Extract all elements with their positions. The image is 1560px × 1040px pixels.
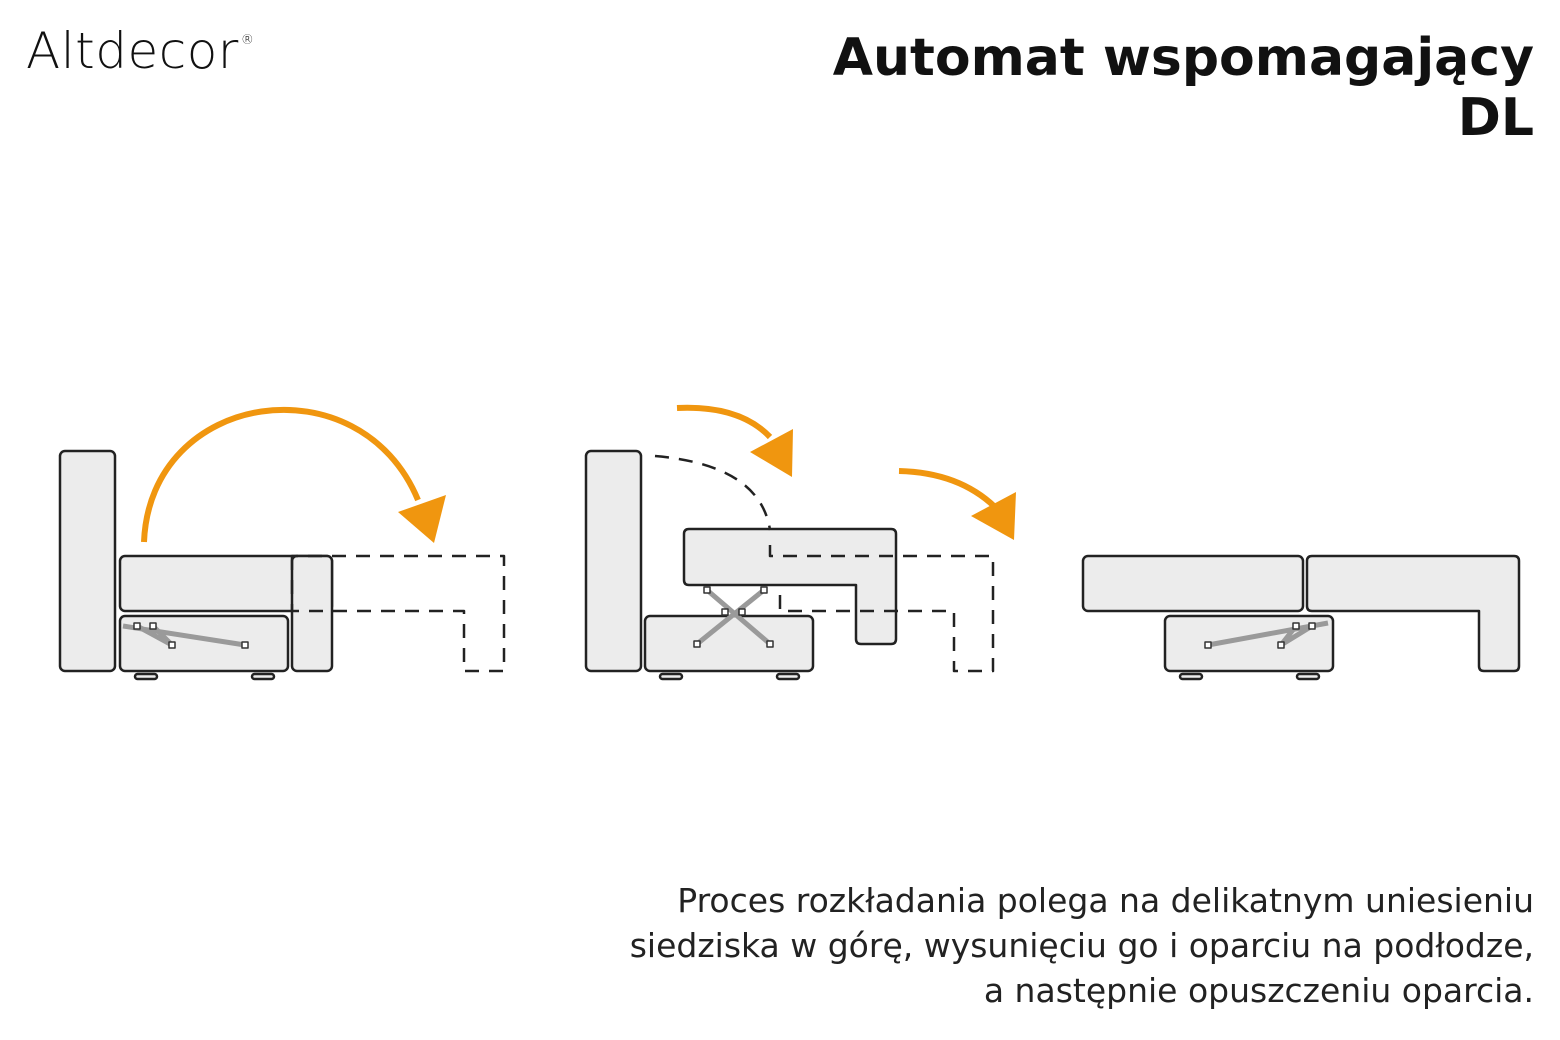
title-line-2: DL bbox=[1457, 88, 1534, 148]
registered-mark: ® bbox=[240, 33, 255, 48]
arrow-1-icon bbox=[141, 406, 446, 543]
brand-logo: Altdecor® bbox=[26, 26, 254, 76]
caption-line-2: siedziska w górę, wysunięciu go i oparci… bbox=[629, 926, 1534, 965]
brand-name: Altdecor bbox=[26, 22, 239, 80]
stage-1-sofa bbox=[58, 449, 506, 681]
stage-2-mechanism bbox=[695, 588, 772, 646]
stage-2-sofa bbox=[584, 449, 995, 681]
caption: Proces rozkładania polega na delikatnym … bbox=[630, 878, 1534, 1013]
caption-line-3: a następnie opuszczeniu oparcia. bbox=[983, 971, 1534, 1010]
page-title: Automat wspomagający DL bbox=[833, 28, 1534, 148]
arrow-2-icon bbox=[676, 404, 793, 477]
title-line-1: Automat wspomagający bbox=[832, 28, 1534, 88]
caption-line-1: Proces rozkładania polega na delikatnym … bbox=[677, 881, 1534, 920]
arrow-3-icon bbox=[898, 468, 1016, 540]
stage-3-bed bbox=[1081, 554, 1521, 681]
